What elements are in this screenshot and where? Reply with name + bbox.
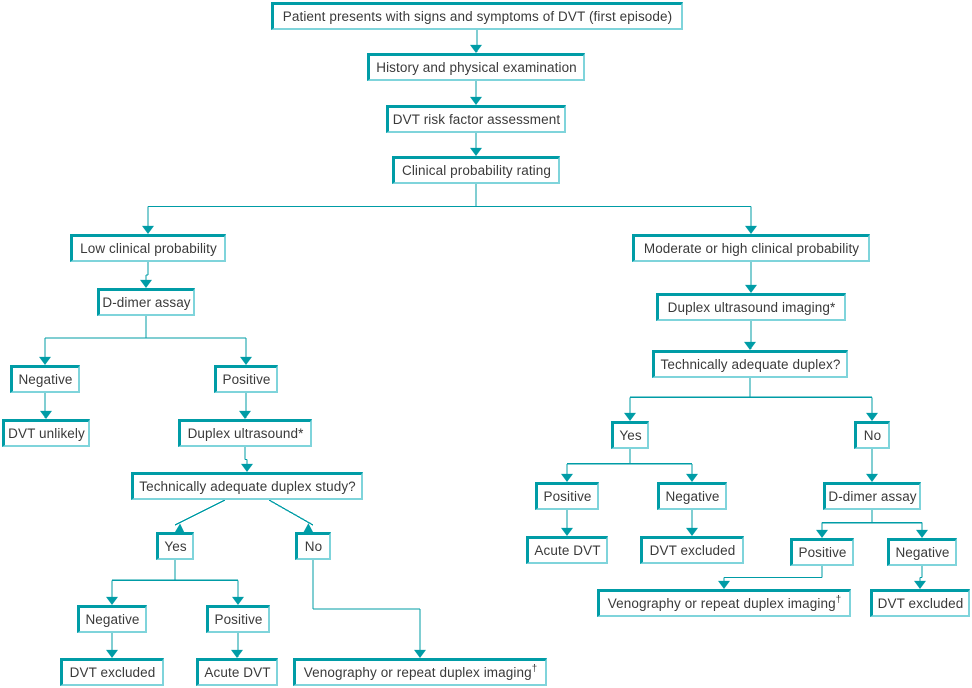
node-label: Negative: [895, 544, 950, 560]
node-label: Acute DVT: [534, 542, 601, 558]
node-l-pos1[interactable]: Positive: [214, 365, 278, 393]
node-label: Technically adequate duplex?: [660, 356, 841, 372]
node-label: DVT excluded: [877, 595, 964, 611]
node-risk[interactable]: DVT risk factor assessment: [386, 105, 566, 133]
node-r-pos1[interactable]: Positive: [535, 482, 599, 510]
node-label: Venography or repeat duplex imaging†: [303, 663, 538, 680]
node-label: DVT risk factor assessment: [392, 111, 561, 127]
node-r-neg1[interactable]: Negative: [657, 482, 727, 510]
node-l-duplex[interactable]: Duplex ultrasound*: [178, 419, 312, 447]
node-start[interactable]: Patient presents with signs and symptoms…: [271, 2, 683, 30]
node-l-yes[interactable]: Yes: [156, 532, 194, 560]
node-l-no[interactable]: No: [295, 532, 331, 560]
node-r-duplex[interactable]: Duplex ultrasound imaging*: [656, 293, 846, 321]
node-l-dvt-unlikely[interactable]: DVT unlikely: [2, 419, 90, 447]
node-label: Positive: [222, 371, 271, 387]
node-r-dvt-excluded1[interactable]: DVT excluded: [640, 536, 744, 564]
node-label: D-dimer assay: [828, 488, 917, 504]
node-label: No: [304, 538, 323, 554]
node-label: Negative: [665, 488, 720, 504]
node-label: DVT excluded: [69, 664, 156, 680]
node-label: Positive: [543, 488, 592, 504]
node-label: DVT excluded: [649, 542, 736, 558]
node-label: History and physical examination: [376, 59, 577, 75]
node-l-pos2[interactable]: Positive: [206, 605, 270, 633]
node-mod-prob[interactable]: Moderate or high clinical probability: [632, 234, 870, 262]
node-label: Duplex ultrasound*: [187, 425, 304, 441]
node-label: Duplex ultrasound imaging*: [667, 299, 836, 315]
node-l-neg2[interactable]: Negative: [77, 605, 147, 633]
node-r-acute-dvt[interactable]: Acute DVT: [526, 536, 608, 564]
node-r-neg2[interactable]: Negative: [887, 538, 957, 566]
node-label: Venography or repeat duplex imaging†: [607, 594, 842, 611]
node-l-acute-dvt[interactable]: Acute DVT: [196, 658, 278, 686]
node-r-no[interactable]: No: [854, 421, 890, 449]
node-label: Low clinical probability: [80, 240, 217, 256]
node-l-dvt-excluded[interactable]: DVT excluded: [60, 658, 164, 686]
node-label: Moderate or high clinical probability: [643, 240, 860, 256]
node-r-ddimer[interactable]: D-dimer assay: [823, 482, 921, 510]
node-l-ddimer[interactable]: D-dimer assay: [97, 288, 195, 316]
node-r-pos2[interactable]: Positive: [790, 538, 854, 566]
node-r-venography[interactable]: Venography or repeat duplex imaging†: [597, 589, 851, 617]
node-label: DVT unlikely: [8, 425, 85, 441]
node-history[interactable]: History and physical examination: [367, 53, 585, 81]
node-label: No: [863, 427, 882, 443]
node-probability[interactable]: Clinical probability rating: [392, 156, 560, 184]
node-l-adequate[interactable]: Technically adequate duplex study?: [131, 472, 363, 500]
node-l-venography[interactable]: Venography or repeat duplex imaging†: [293, 658, 547, 686]
node-label: Acute DVT: [204, 664, 271, 680]
node-r-adequate[interactable]: Technically adequate duplex?: [652, 350, 848, 378]
node-low-prob[interactable]: Low clinical probability: [70, 234, 226, 262]
node-label: Technically adequate duplex study?: [139, 478, 356, 494]
node-label: Yes: [619, 427, 642, 443]
node-label: Clinical probability rating: [401, 162, 552, 178]
node-label: Negative: [85, 611, 140, 627]
node-label: Yes: [164, 538, 187, 554]
node-label: D-dimer assay: [102, 294, 191, 310]
node-r-dvt-excluded2[interactable]: DVT excluded: [870, 589, 970, 617]
node-label: Positive: [214, 611, 263, 627]
node-label: Negative: [18, 371, 73, 387]
node-r-yes[interactable]: Yes: [611, 421, 649, 449]
node-label: Patient presents with signs and symptoms…: [282, 8, 673, 24]
node-label: Positive: [798, 544, 847, 560]
node-l-neg1[interactable]: Negative: [10, 365, 80, 393]
